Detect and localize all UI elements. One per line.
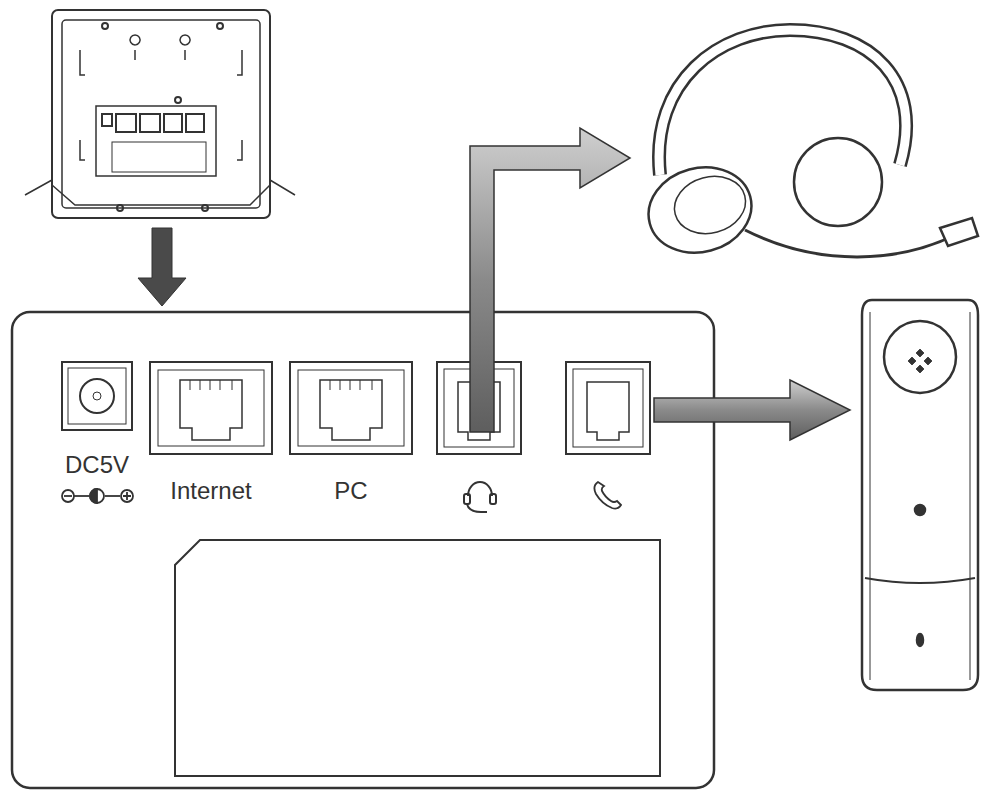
headset [639,30,978,264]
down-arrow [138,228,186,306]
handset-icon [594,482,621,509]
port-label: DC5V [65,452,129,478]
handset-arrow [654,380,850,440]
back-panel [12,312,714,788]
label-area [175,540,660,776]
rj45-port [290,362,412,454]
rj45-port [150,362,272,454]
handset [862,300,978,690]
rj9-port [566,362,650,454]
headset-arrow [470,128,630,432]
port-label: Internet [170,478,251,504]
headset-icon [464,482,496,512]
port-label: PC [334,478,367,504]
phone-thumbnail [25,10,295,218]
polarity-symbol [62,489,133,503]
dc-port [62,362,132,430]
